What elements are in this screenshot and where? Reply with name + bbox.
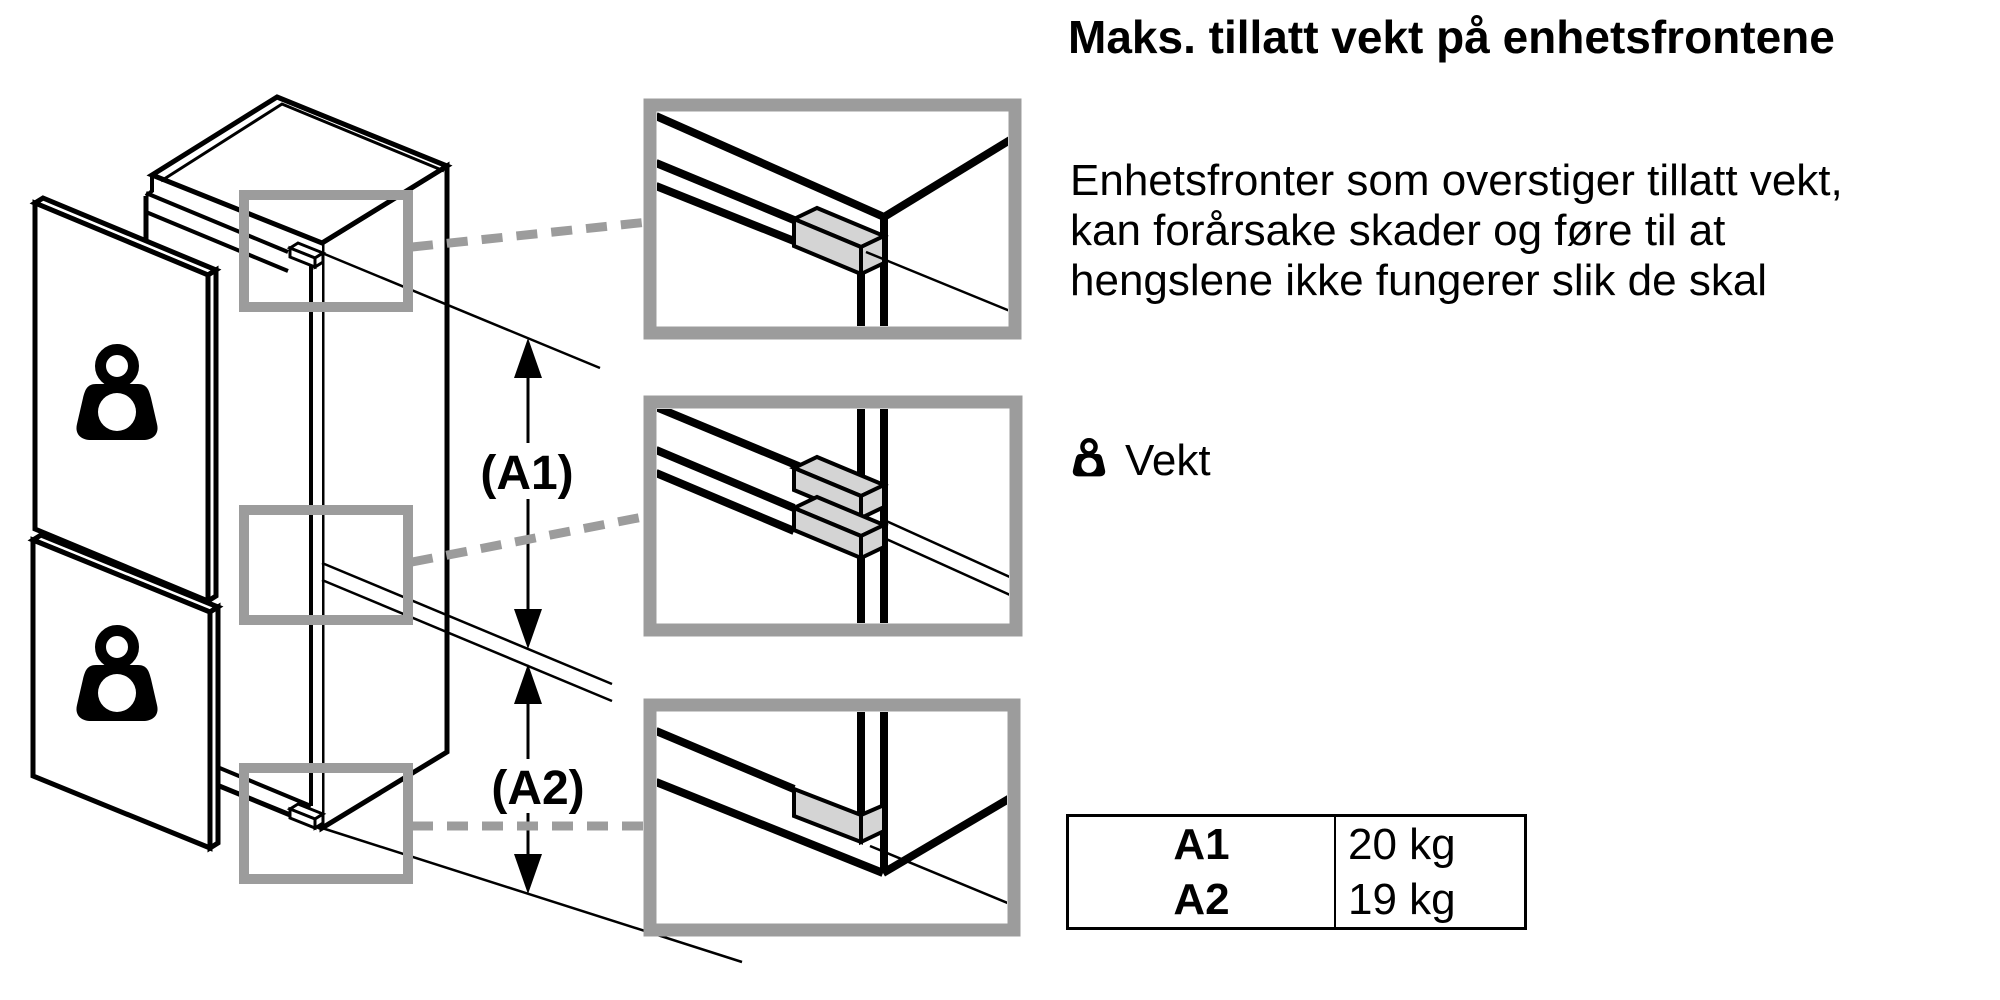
dimension-a1-label: (A1): [480, 447, 573, 500]
hinge-spacer-block: [789, 494, 889, 562]
lower-door-panel: [27, 532, 224, 853]
dashed-leader-top: [411, 217, 649, 252]
detail-leader-line: [869, 844, 1007, 905]
extension-lines: [321, 251, 743, 964]
dashed-leader-middle: [411, 511, 649, 567]
top-hinge-block: [286, 241, 327, 270]
dimension-a2: (A2): [488, 664, 592, 894]
detail-leader-line: [883, 518, 1009, 579]
detail-door-edge-outer: [657, 159, 796, 224]
dimension-a2-label: (A2): [491, 762, 584, 815]
bottom-hinge-block: [286, 802, 327, 831]
cabinet-top-face: [146, 94, 453, 246]
callout-rect-middle: [239, 505, 413, 625]
description-line: Enhetsfronter som overstiger tillatt vek…: [1070, 156, 1843, 205]
extension-line-middle-lower: [321, 578, 613, 703]
arrowhead-down: [514, 854, 542, 894]
description-paragraph: Enhetsfronter som overstiger tillatt vek…: [1070, 156, 1843, 306]
detail-box-middle: [643, 395, 1023, 637]
detail-leader-line: [865, 250, 1008, 312]
weight-legend-label: Vekt: [1125, 436, 1211, 485]
cabinet-top-lip-line: [160, 102, 445, 183]
hinge-spacer-block: [792, 786, 886, 846]
detail-door-edge-inner: [657, 182, 796, 245]
detail-cabinet-bottom-edge: [657, 778, 885, 877]
cabinet-side-face: [319, 161, 450, 833]
extension-line-middle-upper: [321, 561, 613, 686]
frame-top-rail-inner: [145, 210, 289, 273]
dimension-cell: A1: [1069, 817, 1336, 872]
arrowhead-down: [514, 609, 542, 649]
arrowhead-up: [514, 664, 542, 704]
frame-top-rail-outer: [145, 191, 289, 254]
hinge-spacer-block: [789, 454, 889, 522]
dimension-a1: (A1): [476, 338, 578, 649]
weight-limit-table: A1 20 kg A2 19 kg: [1066, 814, 1527, 930]
weight-value-cell: 19 kg: [1348, 874, 1456, 924]
upper-door-panel: [29, 195, 222, 606]
description-line: kan forårsake skader og føre til at: [1070, 206, 1726, 255]
arrowhead-up: [514, 338, 542, 378]
detail-door-bottom-edge: [657, 727, 796, 793]
dimension-cell: A2: [1069, 872, 1336, 927]
hinge-spacer-block: [789, 205, 889, 278]
detail-lower-door-edge-inner: [657, 469, 796, 535]
detail-cabinet-top-edge: [657, 112, 886, 221]
extension-line-top: [321, 251, 601, 370]
description-line: hengslene ikke fungerer slik de skal: [1070, 256, 1768, 305]
callout-rect-top: [239, 190, 413, 312]
weight-icon: [1073, 440, 1105, 476]
page-title: Maks. tillatt vekt på enhetsfrontene: [1068, 11, 1835, 63]
detail-cabinet-side-edge: [881, 136, 1008, 221]
detail-lower-door-edge-outer: [657, 446, 796, 512]
detail-box-top: [643, 98, 1022, 340]
callout-rect-bottom: [239, 763, 413, 884]
detail-box-bottom: [643, 698, 1021, 937]
weight-value-cell: 20 kg: [1348, 819, 1456, 869]
detail-leader-line: [883, 536, 1009, 596]
extension-line-bottom: [321, 826, 743, 964]
